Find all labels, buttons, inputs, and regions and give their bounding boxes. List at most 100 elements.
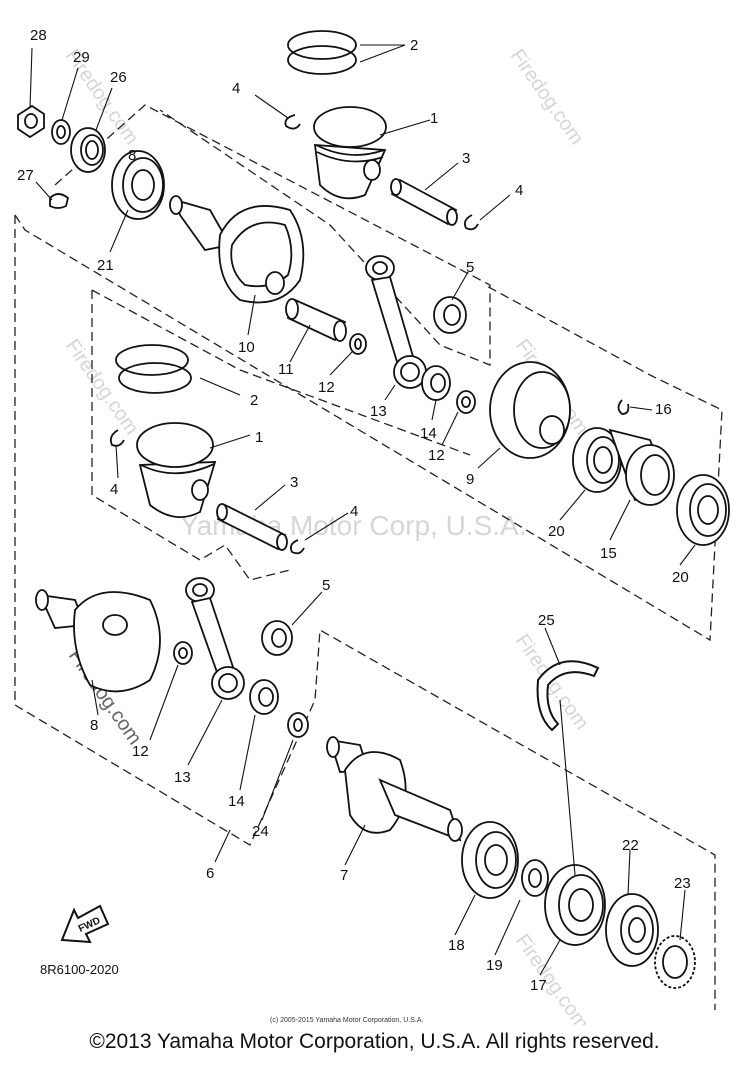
needle-bearing-14-lower-icon (249, 679, 279, 715)
callout-1-lower: 1 (255, 429, 263, 446)
crankshaft-piston-exploded-diagram: Firedog.com Firedog.com Firedog.com Fire… (14, 27, 730, 1025)
callout-3-lower: 3 (290, 474, 298, 491)
piston-pin-3-upper-icon (390, 178, 458, 226)
oil-seal-26-icon (70, 127, 106, 173)
bearing-20-left-icon (572, 427, 622, 493)
callout-2-lower: 2 (250, 392, 258, 409)
lower-bearing-parts (173, 620, 309, 738)
watermark-firedog-3: Firedog.com (61, 335, 143, 439)
callout-15: 15 (600, 545, 617, 562)
callout-17: 17 (530, 977, 547, 994)
callout-20-right: 20 (672, 569, 689, 586)
right-bearing-parts (572, 399, 730, 546)
callout-1-upper: 1 (430, 110, 438, 127)
connecting-rod-13-lower-icon (185, 577, 245, 700)
outline-lower-piston-group (91, 290, 291, 581)
upper-left-parts (17, 104, 165, 220)
lower-piston-assembly (109, 344, 305, 555)
washer-12-upper-icon (349, 333, 367, 355)
outline-upper-crank-group (54, 104, 491, 366)
circlip-4-lower-right-icon (289, 539, 305, 555)
bearing-18-icon (461, 821, 519, 899)
upper-bearing-parts (285, 296, 476, 414)
crank-wheel-9-icon (489, 361, 571, 459)
callout-5-upper: 5 (466, 259, 474, 276)
small-copyright-line: (c) 2005-2015 Yamaha Motor Corporation, … (270, 1017, 423, 1024)
bearing-20-right-icon (676, 474, 730, 546)
needle-bearing-5-lower-icon (261, 620, 293, 656)
forward-arrow-icon: FWD (60, 904, 110, 944)
callout-14-lower: 14 (228, 793, 245, 810)
callout-3-upper: 3 (462, 150, 470, 167)
watermark-firedog-1: Firedog.com (506, 45, 588, 149)
washer-12-middle-icon (456, 390, 476, 414)
callout-numbers: 28 29 26 27 8 21 2 4 1 3 4 5 10 11 12 13… (17, 27, 691, 994)
bearing-17-icon (544, 864, 606, 946)
lock-washer-29-icon (51, 119, 71, 145)
callout-7: 7 (340, 867, 348, 884)
bearing-housing-15-icon (608, 428, 675, 506)
crank-pin-11-icon (285, 298, 347, 342)
needle-bearing-5-upper-icon (433, 296, 467, 334)
callout-14-upper: 14 (420, 425, 437, 442)
washer-12-lower-icon (173, 641, 193, 665)
callout-4-lower-left: 4 (110, 481, 118, 498)
leader-lines (29, 44, 696, 976)
callout-16: 16 (655, 401, 672, 418)
callout-19: 19 (486, 957, 503, 974)
outline-middle-piston-group (91, 289, 471, 456)
callout-23: 23 (674, 875, 691, 892)
circlip-4-right-icon (463, 214, 479, 231)
callout-10: 10 (238, 339, 255, 356)
piston-1-upper-icon (313, 106, 387, 200)
sprocket-23-icon (654, 935, 696, 989)
callout-28: 28 (30, 27, 47, 44)
callout-4-top: 4 (232, 80, 240, 97)
callout-13-lower: 13 (174, 769, 191, 786)
callout-2-upper: 2 (410, 37, 418, 54)
bearing-8-upper-icon (111, 150, 165, 220)
nut-28-icon (17, 104, 45, 139)
clip-16-icon (617, 399, 630, 415)
seal-22-icon (605, 893, 659, 967)
crank-half-7-icon (326, 736, 463, 842)
washer-19-icon (521, 859, 549, 897)
piston-rings-2-lower-icon (115, 344, 192, 394)
piston-1-lower-icon (136, 422, 217, 519)
part-code-label: 8R6100-2020 (40, 962, 119, 977)
callout-4-upper-right: 4 (515, 182, 523, 199)
callout-26: 26 (110, 69, 127, 86)
callout-6: 6 (206, 865, 214, 882)
washer-24-icon (287, 712, 309, 738)
callout-12-lower: 12 (132, 743, 149, 760)
lower-right-bearing-parts (461, 821, 696, 989)
callout-8-upper: 8 (128, 147, 136, 164)
callout-11: 11 (278, 361, 294, 378)
callout-21: 21 (97, 257, 114, 274)
needle-bearing-14-upper-icon (421, 365, 451, 401)
upper-piston-assembly (284, 30, 479, 231)
outline-left-long-group (14, 215, 716, 1010)
callout-20-left: 20 (548, 523, 565, 540)
callout-24: 24 (252, 823, 269, 840)
piston-pin-3-lower-icon (216, 503, 288, 551)
copyright-footer: ©2013 Yamaha Motor Corporation, U.S.A. A… (89, 1030, 660, 1053)
callout-5-lower: 5 (322, 577, 330, 594)
callout-27: 27 (17, 167, 34, 184)
crank-half-10-icon (169, 195, 305, 304)
callout-8-lower: 8 (90, 717, 98, 734)
c-ring-25-icon (536, 660, 600, 732)
callout-4-lower-right: 4 (350, 503, 358, 520)
callout-29: 29 (73, 49, 90, 66)
callout-18: 18 (448, 937, 465, 954)
woodruff-key-27-icon (49, 193, 70, 209)
callout-22: 22 (622, 837, 639, 854)
callout-12-upper: 12 (318, 379, 335, 396)
connecting-rod-13-upper-icon (365, 255, 427, 389)
callout-9: 9 (466, 471, 474, 488)
callout-12-middle: 12 (428, 447, 445, 464)
piston-rings-2-upper-icon (287, 30, 357, 75)
crank-half-8-lower-icon (35, 589, 161, 693)
circlip-4-upper-icon (284, 114, 301, 130)
